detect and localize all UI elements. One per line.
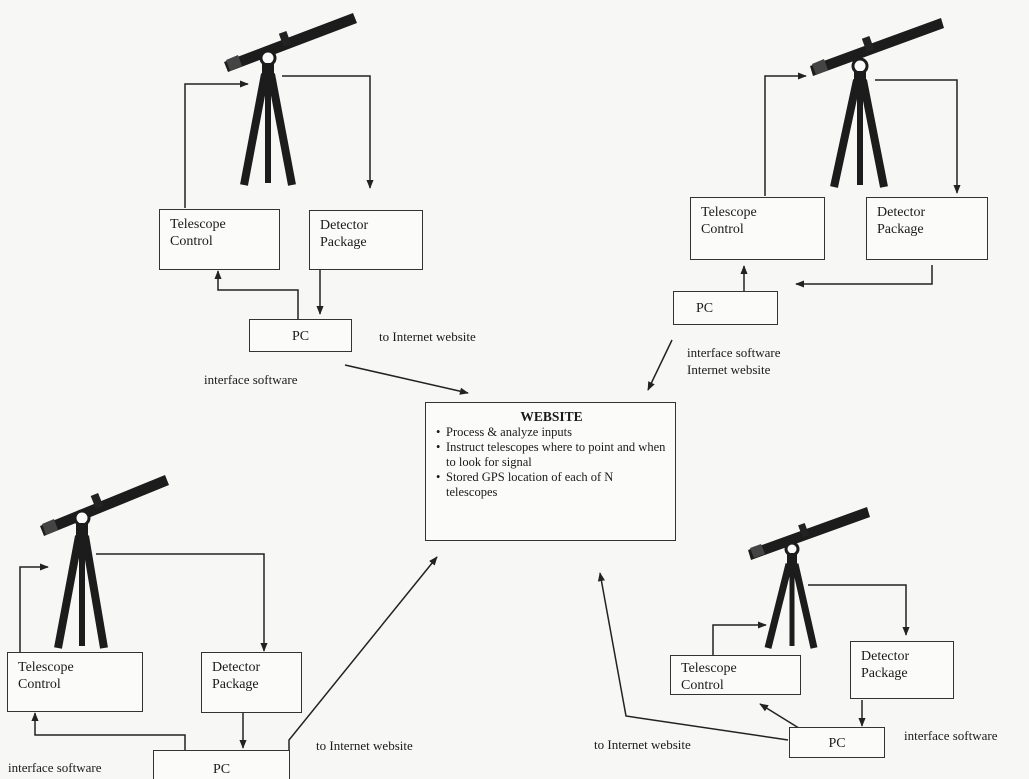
connector-arrow (597, 572, 910, 741)
pc-box: PC (789, 727, 885, 758)
box-label-line: Package (877, 222, 924, 237)
pc-label: PC (291, 329, 310, 344)
pc-box: PC (673, 291, 778, 325)
to-internet-website-label: to Internet website (316, 738, 413, 753)
detector-package-box: Detector Package (850, 641, 954, 699)
box-label-line: Detector (877, 205, 926, 220)
telescope-control-box: Telescope Control (159, 209, 280, 270)
website-title: WEBSITE (520, 409, 583, 424)
to-internet-website-label: to Internet website (594, 737, 691, 752)
connector-arrow (19, 553, 438, 752)
box-label-line: Control (701, 222, 744, 237)
telescope-icon (40, 475, 169, 649)
pc-box: PC (249, 319, 352, 352)
detector-package-box: Detector Package (201, 652, 302, 713)
pc-box: PC (153, 750, 290, 779)
box-label-line: Detector (320, 218, 369, 233)
box-label-line: Package (861, 666, 908, 681)
interface-software-label: interface software (204, 372, 298, 387)
box-label-line: Telescope (170, 217, 226, 232)
website-box: WEBSITE Process & analyze inputs Instruc… (425, 402, 676, 541)
telescope-control-box: Telescope Control (7, 652, 143, 712)
detector-package-box: Detector Package (309, 210, 423, 270)
connector-arrow (184, 75, 469, 395)
interface-software-label: interface software (687, 345, 781, 360)
website-item: Instruct telescopes where to point and w… (436, 440, 667, 470)
pc-label: PC (212, 762, 231, 777)
box-label-line: Control (681, 678, 724, 693)
website-item: Process & analyze inputs (436, 425, 667, 440)
connector-arrow (647, 72, 961, 391)
telescope-control-box: Telescope Control (670, 655, 801, 695)
box-label-line: Telescope (701, 205, 757, 220)
box-label-line: Telescope (18, 660, 74, 675)
box-label-line: Package (212, 677, 259, 692)
pc-label: PC (828, 736, 846, 751)
box-label-line: Control (170, 234, 213, 249)
interface-software-label: interface software (904, 728, 998, 743)
box-label-line: Detector (212, 660, 261, 675)
detector-package-box: Detector Package (866, 197, 988, 260)
box-label-line: Detector (861, 649, 910, 664)
internet-website-label: Internet website (687, 362, 771, 377)
telescope-icon (748, 507, 870, 649)
box-label-line: Telescope (681, 661, 737, 676)
website-item: Stored GPS location of each of N telesco… (436, 470, 667, 500)
telescope-icon (224, 13, 357, 186)
telescope-icon (810, 18, 944, 188)
pc-label: PC (696, 301, 714, 316)
box-label-line: Package (320, 235, 367, 250)
to-internet-website-label: to Internet website (379, 329, 476, 344)
interface-software-label: interface software (8, 760, 102, 775)
box-label-line: Control (18, 677, 61, 692)
telescope-control-box: Telescope Control (690, 197, 825, 260)
website-item-list: Process & analyze inputs Instruct telesc… (436, 425, 667, 500)
